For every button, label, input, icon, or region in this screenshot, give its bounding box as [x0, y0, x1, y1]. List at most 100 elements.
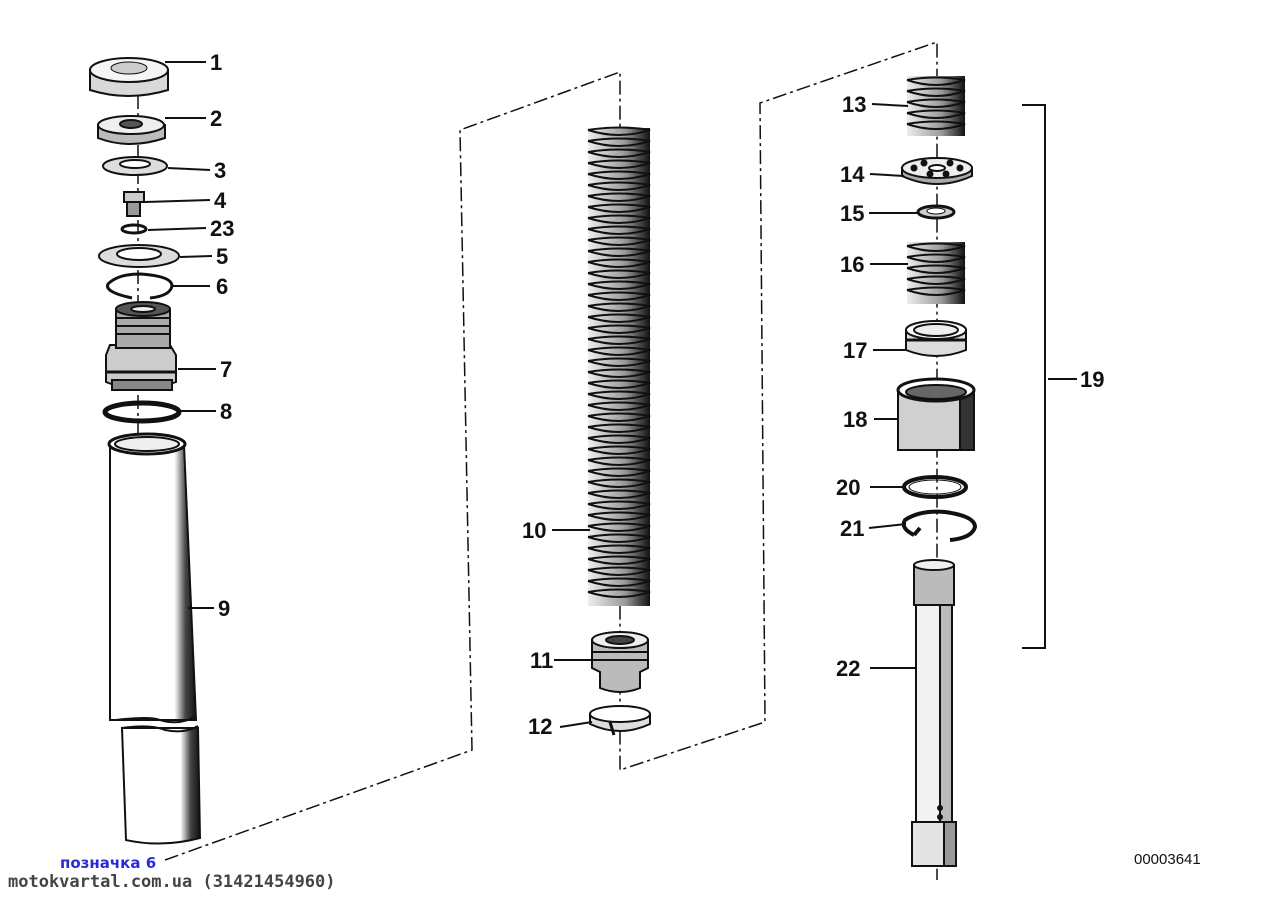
callout-labels: 1 2 3 4 23 5 6 7 8 9 10 11 12 13 14 15 1…: [210, 50, 1104, 739]
coil-turn: [587, 313, 651, 323]
coil-turn: [587, 225, 651, 235]
coil-turn: [587, 588, 651, 598]
coil-turn: [906, 275, 966, 285]
coil-turn: [906, 98, 966, 108]
part-13-spring: [906, 76, 966, 136]
callout-4: 4: [214, 188, 227, 213]
callout-13: 13: [842, 92, 866, 117]
coil-turn: [587, 258, 651, 268]
coil-turn: [587, 577, 651, 587]
footer-note: позначка 6: [60, 854, 157, 872]
part-21-circlip: [901, 509, 978, 542]
coil-turn: [587, 533, 651, 543]
callout-19: 19: [1080, 367, 1104, 392]
callout-23: 23: [210, 216, 234, 241]
coil-turn: [906, 264, 966, 274]
coil-turn: [587, 280, 651, 290]
coil-turn: [906, 286, 966, 296]
coil-turn: [587, 522, 651, 532]
coil-turn: [906, 253, 966, 263]
part-10-spring: [587, 126, 651, 606]
assembly-centerlines: [137, 40, 938, 880]
callout-12: 12: [528, 714, 552, 739]
coil-turn: [906, 109, 966, 119]
coil-turn: [587, 544, 651, 554]
callout-17: 17: [843, 338, 867, 363]
coil-turn: [587, 511, 651, 521]
callout-11: 11: [530, 648, 553, 673]
coil-turn: [587, 291, 651, 301]
coil-turn: [587, 379, 651, 389]
leader-lines: [144, 61, 1077, 728]
callout-22: 22: [836, 656, 860, 681]
coil-turn: [587, 214, 651, 224]
callout-3: 3: [214, 158, 226, 183]
callout-18: 18: [843, 407, 867, 432]
coil-turn: [587, 137, 651, 147]
part-5-washer: [98, 244, 180, 268]
coil-turn: [587, 148, 651, 158]
callout-14: 14: [840, 162, 865, 187]
coil-turn: [906, 120, 966, 130]
part-14-valve-plate: [901, 157, 973, 185]
callout-1: 1: [210, 50, 222, 75]
coil-turn: [587, 456, 651, 466]
footer-site: motokvartal.com.ua (31421454960): [8, 872, 336, 892]
part-9-fork-tube: [107, 432, 202, 845]
callout-5: 5: [216, 244, 228, 269]
coil-turn: [587, 566, 651, 576]
coil-turn: [587, 181, 651, 191]
coil-turn: [587, 423, 651, 433]
bracket-19: [1022, 104, 1046, 649]
coil-turn: [587, 269, 651, 279]
callout-2: 2: [210, 106, 222, 131]
coil-turn: [587, 346, 651, 356]
part-15-washer: [916, 204, 956, 220]
part-11-bush: [591, 631, 649, 693]
coil-turn: [587, 555, 651, 565]
coil-turn: [587, 412, 651, 422]
callout-7: 7: [220, 357, 232, 382]
coil-turn: [587, 445, 651, 455]
coil-turn: [587, 203, 651, 213]
coil-turn: [587, 467, 651, 477]
callout-6: 6: [216, 274, 228, 299]
coil-turn: [906, 242, 966, 252]
part-18-sleeve: [896, 377, 976, 451]
part-3-washer: [102, 156, 168, 176]
coil-turn: [587, 434, 651, 444]
callout-16: 16: [840, 252, 864, 277]
callout-8: 8: [220, 399, 232, 424]
coil-turn: [587, 302, 651, 312]
callout-15: 15: [840, 201, 864, 226]
part-4-screw: [123, 191, 145, 217]
coil-turn: [587, 390, 651, 400]
callout-21: 21: [840, 516, 864, 541]
callout-9: 9: [218, 596, 230, 621]
coil-turn: [587, 357, 651, 367]
coil-turn: [587, 368, 651, 378]
coil-turn: [587, 335, 651, 345]
coil-turn: [906, 87, 966, 97]
part-23-small-oring: [120, 223, 148, 235]
coil-turn: [587, 478, 651, 488]
part-1-cap: [89, 57, 169, 97]
coil-turn: [587, 324, 651, 334]
part-8-oring: [102, 400, 182, 424]
callout-20: 20: [836, 475, 860, 500]
coil-turn: [587, 500, 651, 510]
part-20-ring: [902, 475, 968, 499]
part-22-damper-rod: [911, 559, 957, 867]
coil-turn: [587, 489, 651, 499]
part-17-ring: [905, 320, 967, 357]
part-6-circlip: [106, 272, 174, 300]
coil-turn: [587, 247, 651, 257]
part-7-plug: [105, 301, 177, 391]
coil-turn: [587, 170, 651, 180]
coil-turn: [587, 192, 651, 202]
part-2-nut: [97, 115, 166, 145]
coil-turn: [587, 236, 651, 246]
part-12-split-ring: [589, 705, 651, 736]
callout-10: 10: [522, 518, 546, 543]
